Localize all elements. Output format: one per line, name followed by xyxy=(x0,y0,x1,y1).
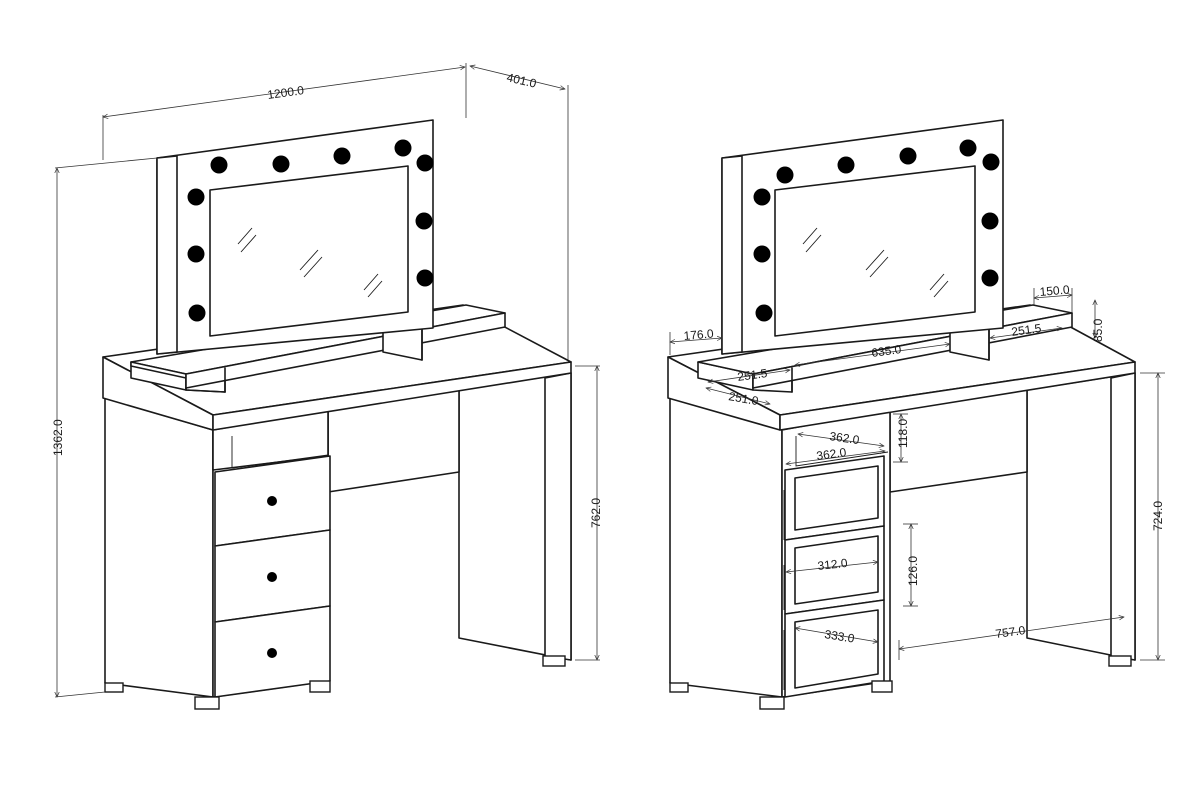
dim-width: 1200.0 xyxy=(267,83,306,102)
knob-icon xyxy=(267,648,277,658)
dim-total-height: 1362.0 xyxy=(51,419,65,456)
left-view-dimensions: 1200.0 401.0 1362.0 762.0 xyxy=(51,63,603,697)
dim-top-niche-width-2: 362.0 xyxy=(816,445,848,463)
dim-shelf-opening: 635.0 xyxy=(871,342,903,360)
dim-shelf-compartment-left: 251.5 xyxy=(737,366,769,384)
bulb-icon xyxy=(753,139,1000,322)
dim-drawer-width: 312.0 xyxy=(817,556,849,573)
knob-icon xyxy=(267,496,277,506)
dim-desk-height: 762.0 xyxy=(589,498,603,528)
dim-shelf-depth: 251.0 xyxy=(727,389,759,408)
dim-top-niche-height: 118.0 xyxy=(896,419,910,448)
left-view-closed-table xyxy=(102,119,572,710)
dim-bottom-drawer-width: 333.0 xyxy=(824,627,856,646)
dim-shelf-width: 150.0 xyxy=(1039,282,1070,299)
dim-top-niche-width-1: 362.0 xyxy=(829,429,861,447)
dim-depth: 401.0 xyxy=(505,70,538,90)
dim-mirror-offset: 176.0 xyxy=(683,326,714,343)
dim-inner-height: 724.0 xyxy=(1151,501,1165,531)
dim-shelf-height: 85.0 xyxy=(1091,318,1105,342)
dim-shelf-compartment-right: 251.5 xyxy=(1011,321,1043,339)
dim-drawer-height: 126.0 xyxy=(906,556,920,586)
dim-knee-space-width: 757.0 xyxy=(995,623,1027,641)
bulb-icon xyxy=(187,139,434,322)
right-view-open-table xyxy=(667,119,1136,710)
right-view-dimensions: 176.0 150.0 85.0 251.5 635.0 251.5 251.0… xyxy=(670,282,1165,660)
knob-icon xyxy=(267,572,277,582)
